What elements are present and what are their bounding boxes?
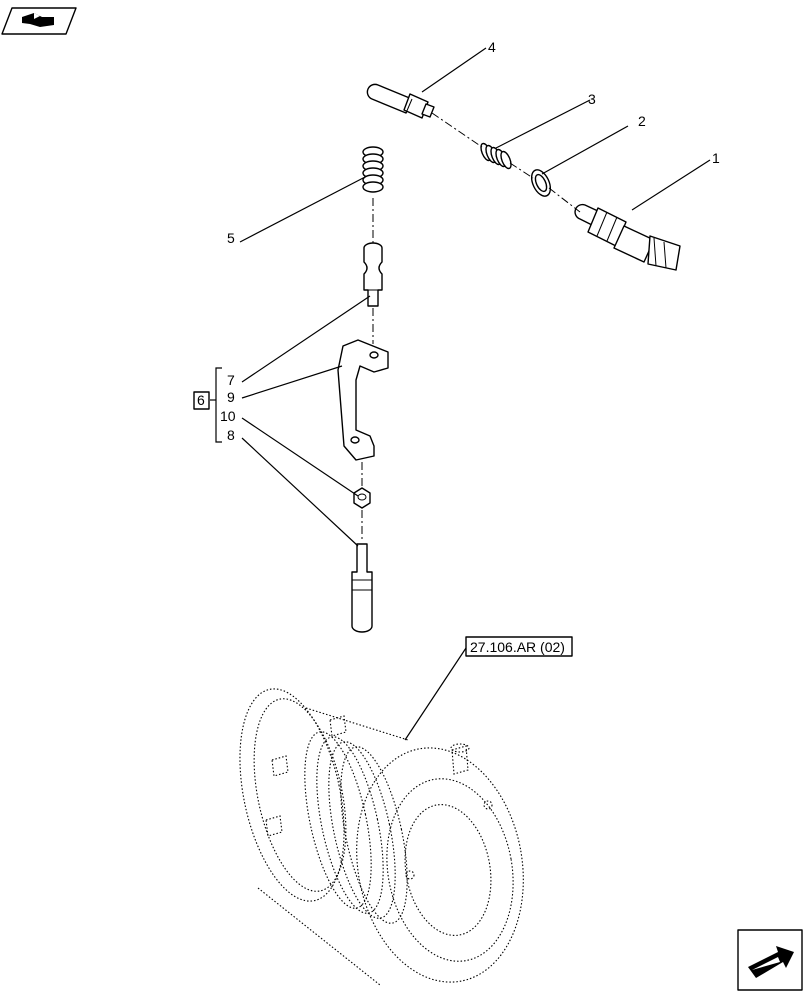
callout-6: 6 — [197, 392, 205, 408]
callout-9: 9 — [227, 389, 235, 405]
plunger-part-7 — [363, 242, 383, 307]
reference-label[interactable]: 27.106.AR (02) — [470, 639, 565, 655]
washer-part-2 — [530, 169, 552, 197]
nut-part-10 — [353, 487, 371, 509]
callout-2: 2 — [638, 113, 646, 129]
group-box-6 — [193, 391, 210, 410]
callout-7: 7 — [227, 372, 235, 388]
callout-3: 3 — [588, 91, 596, 107]
callout-4: 4 — [488, 39, 496, 55]
callout-5: 5 — [227, 230, 235, 246]
transmission-assembly — [239, 688, 524, 986]
sensor-part-1 — [574, 203, 681, 271]
previous-page-icon[interactable] — [1, 7, 77, 35]
spring-part-3 — [480, 142, 512, 170]
callout-8: 8 — [227, 427, 235, 443]
callout-10: 10 — [220, 408, 236, 424]
spring-part-5 — [362, 146, 384, 193]
next-page-icon[interactable] — [737, 929, 803, 991]
callout-1: 1 — [712, 150, 720, 166]
pin-part-4 — [366, 83, 435, 119]
bolt-part-8 — [351, 543, 373, 633]
bracket-part-9 — [337, 339, 389, 461]
reference-box — [465, 636, 573, 657]
